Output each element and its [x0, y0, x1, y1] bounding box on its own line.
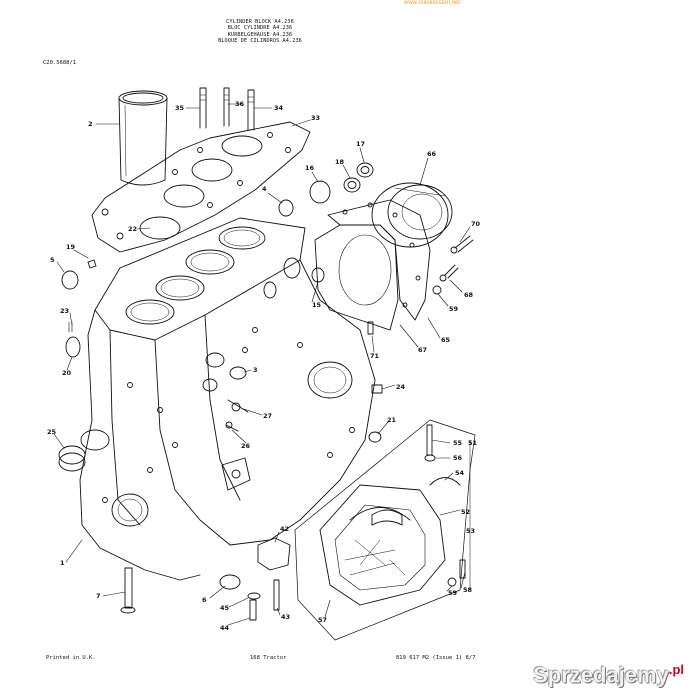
callout-26: 26: [241, 442, 251, 450]
rear-plate-and-housing: [314, 182, 474, 335]
cylinder-block: [79, 217, 376, 581]
callout-23: 23: [60, 307, 69, 315]
callout-1: 1: [60, 559, 65, 567]
callout-42: 42: [280, 525, 289, 533]
callout-56: 56: [453, 454, 463, 462]
inset-front-cover-group: [120, 419, 476, 641]
leader-lines: [53, 103, 471, 626]
callout-4: 4: [262, 185, 267, 193]
title-line-es: BLOQUE DE CILINDROS A4.236: [218, 38, 302, 45]
callout-59-upper: 59: [449, 305, 459, 313]
cylinder-liner: [118, 90, 168, 186]
footer-model: 168 Tractor: [250, 655, 287, 661]
reference-code: C20.5688/1: [43, 60, 77, 66]
callout-45: 45: [220, 604, 230, 612]
callout-24: 24: [396, 383, 406, 391]
callout-20: 20: [62, 369, 72, 377]
callout-35: 35: [175, 104, 185, 112]
title-line-de: KURBELGEHAUSE A4.236: [227, 31, 293, 38]
callout-36: 36: [235, 100, 245, 108]
callout-3: 3: [253, 366, 258, 374]
title-line-fr: BLOC CYLINDRE A4.236: [227, 25, 293, 32]
callout-7: 7: [96, 592, 101, 600]
watermark-text: Sprzedajemy: [533, 662, 669, 688]
callout-22: 22: [128, 225, 137, 233]
callout-51: 51: [468, 439, 478, 447]
callout-25: 25: [47, 428, 57, 436]
callout-59: 59: [448, 589, 458, 597]
callout-67: 67: [418, 346, 427, 354]
plugs-and-small-parts: [58, 162, 383, 590]
callout-52: 52: [461, 508, 470, 516]
callout-54: 54: [455, 469, 465, 477]
callout-15: 15: [312, 301, 322, 309]
callout-53: 53: [466, 527, 475, 535]
callout-5: 5: [50, 256, 55, 264]
footer-part-number: 819 617 M2 (Issue 1) 8/7: [396, 655, 476, 661]
callout-66: 66: [427, 150, 437, 158]
studs: [199, 87, 255, 131]
diagram-title-block: CYLINDER BLOCK A4.236 BLOC CYLINDRE A4.2…: [205, 19, 315, 45]
callout-57: 57: [318, 616, 327, 624]
callout-19: 19: [66, 243, 76, 251]
title-line-en: CYLINDER BLOCK A4.236: [226, 19, 294, 25]
callout-33: 33: [311, 114, 320, 122]
callout-71: 71: [370, 352, 380, 360]
callout-34: 34: [274, 104, 284, 112]
callout-43: 43: [281, 613, 290, 621]
callout-6: 6: [202, 596, 207, 604]
callout-numbers: 1 2 3 4 5 6 7 15 16 17 18 19 20 21 22 23…: [47, 100, 481, 632]
callout-55: 55: [453, 439, 463, 447]
watermark-top: www.maskinisten.net: [404, 0, 461, 6]
callout-16: 16: [305, 164, 315, 172]
callout-21: 21: [387, 416, 397, 424]
watermark-logo: Sprzedajemy.pl: [533, 662, 684, 688]
callout-44: 44: [220, 624, 230, 632]
callout-70: 70: [471, 220, 481, 228]
callout-2: 2: [88, 120, 93, 128]
watermark-suffix: .pl: [668, 662, 684, 677]
callout-68: 68: [464, 291, 474, 299]
callout-17: 17: [356, 140, 365, 148]
callout-58: 58: [463, 586, 473, 594]
callout-27: 27: [263, 412, 272, 420]
callout-65: 65: [441, 336, 451, 344]
head-gasket: [91, 121, 311, 253]
callout-18: 18: [335, 158, 345, 166]
footer-printed: Printed in U.K.: [46, 655, 96, 661]
